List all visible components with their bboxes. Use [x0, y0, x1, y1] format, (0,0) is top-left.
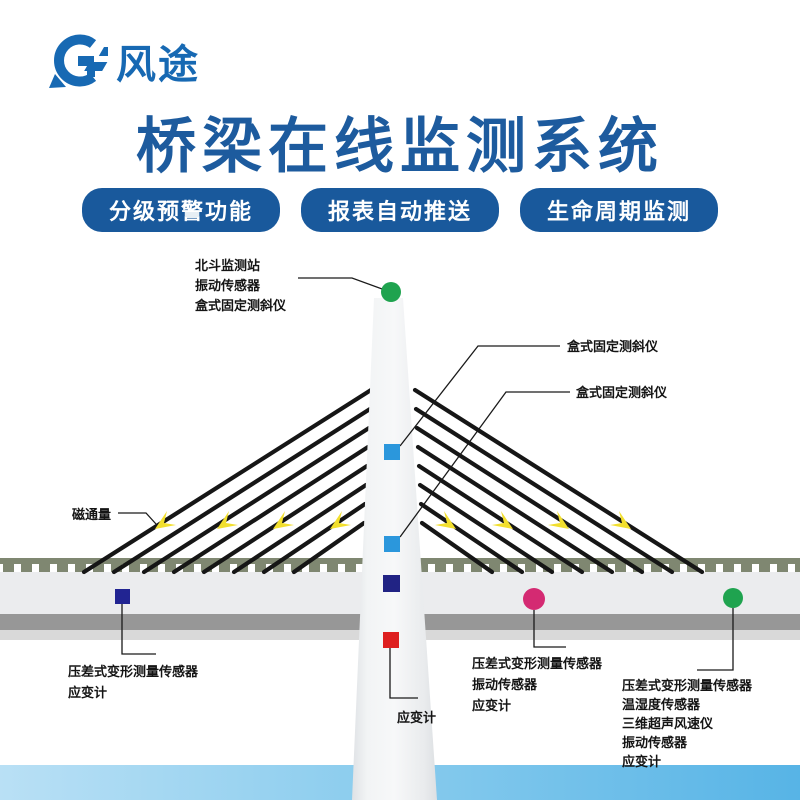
- annotation-line: 压差式变形测量传感器: [622, 678, 753, 693]
- annotation-line: 三维超声风速仪: [622, 716, 714, 731]
- marker-navy-square-tower: [383, 575, 400, 592]
- magnetic-flux-arrow-icons: [155, 511, 631, 529]
- annotation-line: 振动传感器: [622, 735, 688, 750]
- annotation-line: 压差式变形测量传感器: [472, 656, 603, 671]
- annotation-line: 盒式固定测斜仪: [195, 298, 287, 313]
- marker-red-square: [383, 632, 399, 648]
- badge-lifecycle: 生命周期监测: [520, 188, 719, 232]
- annotation-tower-top: 北斗监测站 振动传感器 盒式固定测斜仪: [195, 256, 286, 316]
- marker-green-dot-deck-right: [723, 588, 743, 608]
- annotation-line: 盒式固定测斜仪: [567, 339, 659, 354]
- annotation-deck-left: 压差式变形测量传感器 应变计: [68, 661, 198, 703]
- stay-cables: [81, 387, 705, 575]
- annotation-line: 北斗监测站: [195, 258, 261, 273]
- marker-navy-square-deck-left: [115, 589, 130, 604]
- annotation-line: 应变计: [622, 754, 662, 769]
- annotation-line: 磁通量: [72, 507, 112, 522]
- annotation-line: 压差式变形测量传感器: [68, 664, 199, 679]
- feature-badges: 分级预警功能 报表自动推送 生命周期监测: [0, 188, 800, 232]
- gf-logo-icon: [49, 34, 108, 88]
- annotation-line: 振动传感器: [472, 677, 538, 692]
- annotation-inclinometer-upper: 盒式固定测斜仪: [567, 337, 658, 357]
- badge-report: 报表自动推送: [300, 188, 499, 232]
- annotation-inclinometer-lower: 盒式固定测斜仪: [576, 383, 667, 403]
- leader-lines: [118, 277, 734, 699]
- badge-warning: 分级预警功能: [81, 188, 280, 232]
- marker-pink-dot-deck-mid: [523, 588, 545, 610]
- annotation-magnetic-flux: 磁通量: [72, 505, 111, 525]
- annotation-line: 应变计: [472, 698, 512, 713]
- annotation-deck-mid: 压差式变形测量传感器 振动传感器 应变计: [472, 653, 602, 716]
- annotation-line: 应变计: [68, 685, 108, 700]
- brand-logo: 风途: [46, 32, 200, 90]
- annotation-line: 应变计: [397, 710, 437, 725]
- marker-green-dot-tower-top: [381, 282, 401, 302]
- brand-name: 风途: [116, 43, 200, 87]
- marker-blue-square-lower: [384, 536, 400, 552]
- annotation-deck-right: 压差式变形测量传感器 温湿度传感器 三维超声风速仪 振动传感器 应变计: [622, 676, 752, 771]
- annotation-pier-strain: 应变计: [397, 708, 436, 728]
- page-title: 桥梁在线监测系统: [136, 113, 664, 180]
- annotation-line: 盒式固定测斜仪: [576, 385, 668, 400]
- annotation-line: 温湿度传感器: [622, 697, 701, 712]
- marker-blue-square-upper: [384, 444, 400, 460]
- annotation-line: 振动传感器: [195, 278, 261, 293]
